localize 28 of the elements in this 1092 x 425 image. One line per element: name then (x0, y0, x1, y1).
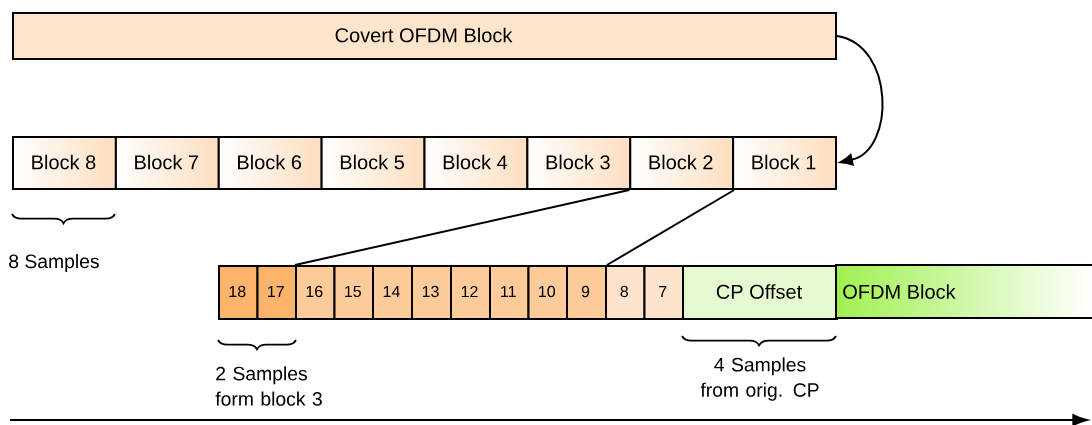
block-box: Block 6 (217, 136, 323, 190)
sample-cell: 16 (295, 265, 336, 320)
block-box: Block 1 (732, 136, 837, 190)
block-box: Block 7 (114, 136, 220, 190)
sample-cell: 14 (372, 265, 413, 320)
curved-arrow (836, 35, 884, 166)
block-box: Block 3 (526, 136, 632, 190)
sample-cell: 12 (450, 265, 491, 320)
sample-cell: 15 (333, 265, 374, 320)
sample-cell: 10 (527, 265, 568, 320)
ofdm-block-box: OFDM Block (835, 264, 1092, 319)
sample-cell: 11 (489, 265, 530, 320)
sample-cell: 8 (605, 265, 646, 320)
sample-cell: 17 (256, 265, 297, 320)
sample-cell: 9 (566, 265, 607, 320)
dimension-label: 2 Samples form block 3 (215, 366, 322, 406)
zoom-line (606, 189, 736, 266)
block-box: Block 4 (423, 136, 529, 190)
block-box: Block 2 (629, 136, 735, 190)
sample-cell: 7 (643, 265, 684, 320)
dimension-label: 4 Samples from orig. CP (700, 357, 819, 401)
covert-block-box: Covert OFDM Block (12, 12, 837, 60)
sample-cell: 18 (218, 265, 259, 320)
block-box: Block 5 (320, 136, 426, 190)
sample-cell: 13 (411, 265, 452, 320)
block-box: Block 8 (12, 136, 117, 190)
cp-offset-box: CP Offset (682, 265, 838, 320)
dimension-label: 8 Samples (9, 254, 99, 272)
